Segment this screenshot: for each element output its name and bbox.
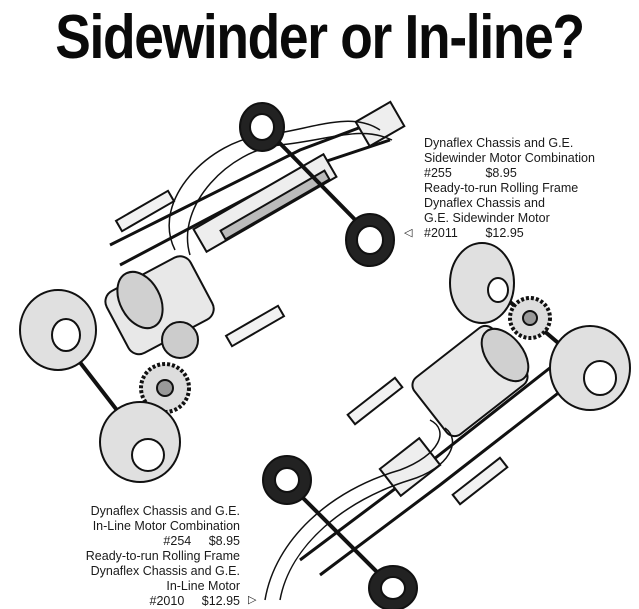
- sidewinder-frame-line-2: Dynaflex Chassis and: [424, 196, 545, 210]
- inline-combo-number: #254: [163, 534, 192, 548]
- sidewinder-frame-price-row: #2011 $12.95: [424, 226, 634, 241]
- sidewinder-combo-price: $8.95: [485, 166, 517, 180]
- inline-caption: Dynaflex Chassis and G.E. In-Line Motor …: [30, 504, 240, 609]
- sidewinder-frame-line-1: Ready-to-run Rolling Frame: [424, 181, 579, 195]
- sidewinder-caption: Dynaflex Chassis and G.E. Sidewinder Mot…: [424, 136, 634, 241]
- sidewinder-frame-price: $12.95: [485, 226, 524, 240]
- inline-frame-line-2: Dynaflex Chassis and G.E.: [90, 564, 240, 578]
- inline-combo-price: $8.95: [208, 534, 240, 548]
- inline-pointer-icon: ▷: [248, 594, 257, 606]
- inline-title-line-2: In-Line Motor Combination: [92, 519, 240, 533]
- inline-frame-line-1: Ready-to-run Rolling Frame: [85, 549, 240, 563]
- headline: Sidewinder or In-line?: [55, 3, 585, 72]
- sidewinder-frame-number: #2011: [424, 226, 458, 240]
- inline-combo-price-row: #254 $8.95: [30, 534, 240, 549]
- sidewinder-combo-number: #255: [424, 166, 452, 180]
- sidewinder-title-line-2: Sidewinder Motor Combination: [424, 151, 595, 165]
- sidewinder-frame-line-3: G.E. Sidewinder Motor: [424, 211, 550, 225]
- inline-frame-number: #2010: [149, 594, 185, 608]
- inline-frame-price-row: #2010 $12.95: [30, 594, 240, 609]
- sidewinder-title-line-1: Dynaflex Chassis and G.E.: [424, 136, 574, 150]
- sidewinder-combo-price-row: #255 $8.95: [424, 166, 634, 181]
- inline-title-line-1: Dynaflex Chassis and G.E.: [90, 504, 240, 518]
- sidewinder-pointer-icon: ◁: [404, 227, 413, 239]
- inline-frame-line-3: In-Line Motor: [166, 579, 240, 593]
- inline-frame-price: $12.95: [201, 594, 240, 608]
